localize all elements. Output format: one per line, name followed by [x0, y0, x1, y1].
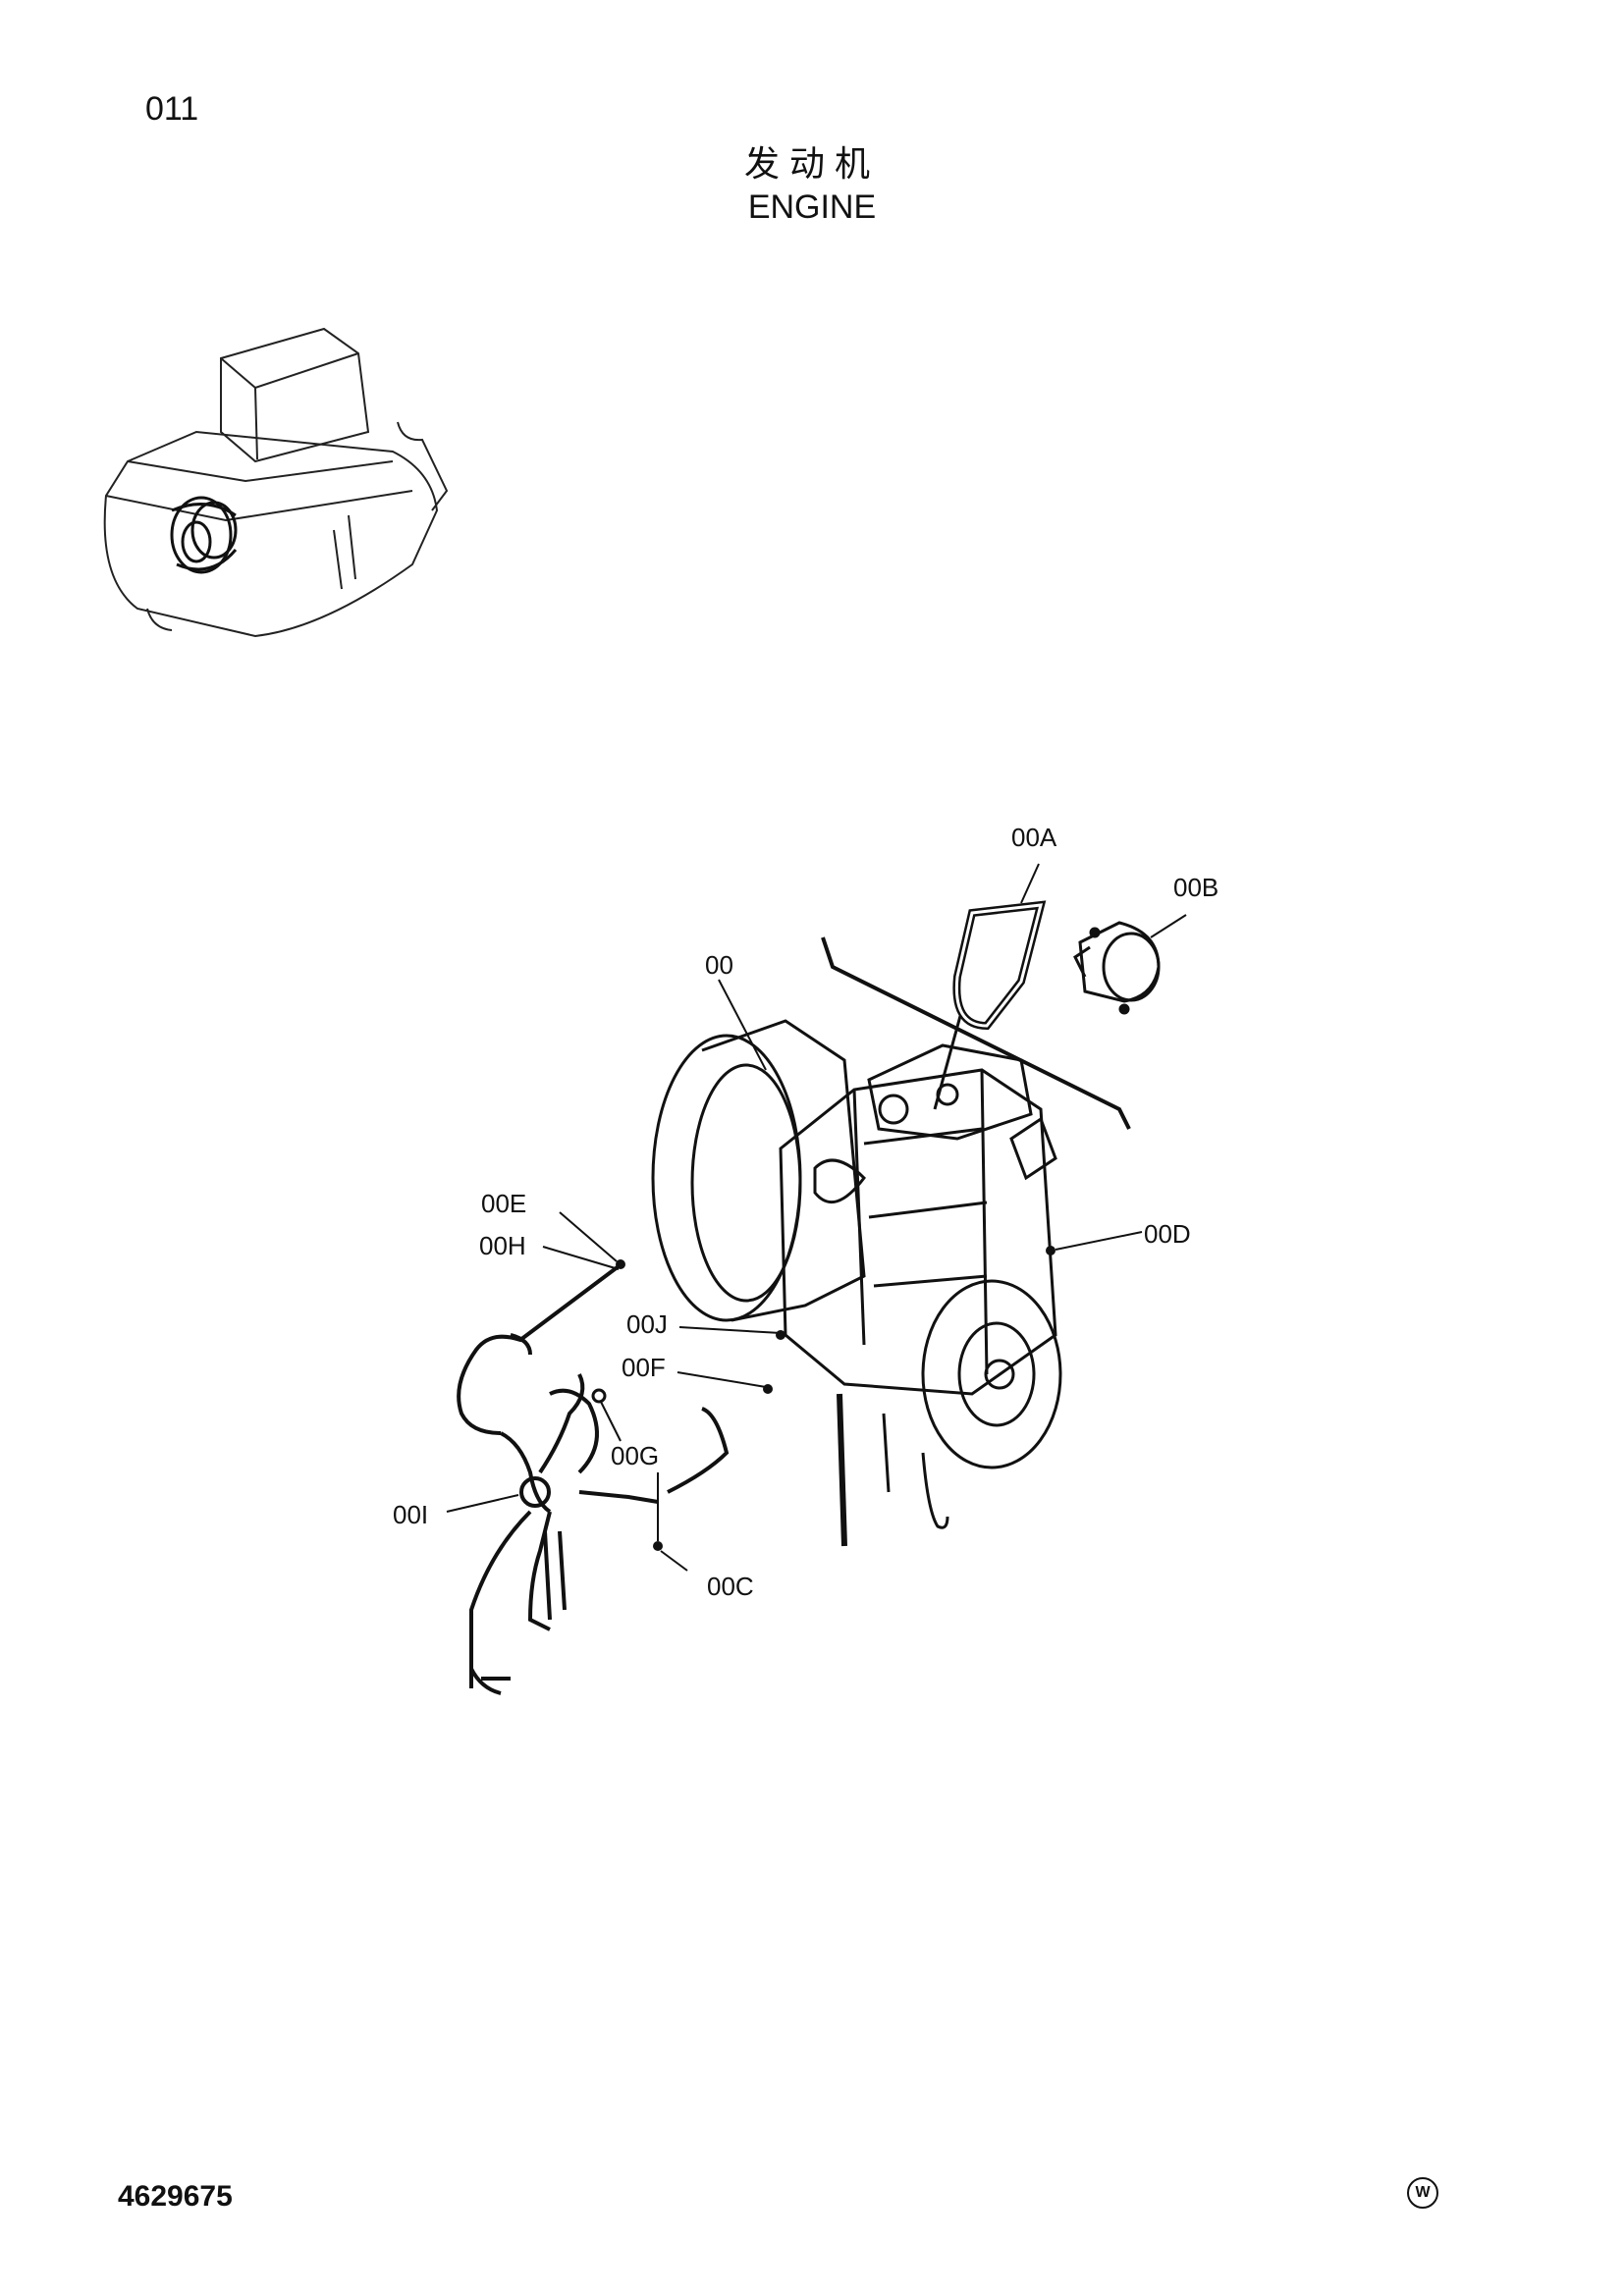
callout-00D: 00D — [1144, 1219, 1191, 1249]
callout-00H: 00H — [479, 1231, 526, 1260]
fastener-00G-marker — [591, 1388, 607, 1404]
wiring-harness — [457, 1264, 730, 1695]
leader-lines — [446, 863, 1187, 1572]
callout-00E: 00E — [481, 1189, 526, 1218]
callout-00F: 00F — [622, 1353, 666, 1382]
document-number: 4629675 — [118, 2180, 233, 2213]
callout-00A: 00A — [1011, 823, 1057, 852]
callout-00I: 00I — [393, 1500, 428, 1529]
callout-00: 00 — [705, 950, 733, 980]
callout-00G: 00G — [611, 1441, 659, 1470]
front-pulley — [921, 1279, 1062, 1469]
page-number: 011 — [145, 90, 199, 128]
callout-00C: 00C — [707, 1572, 754, 1601]
title-english: ENGINE — [747, 188, 877, 226]
callout-00J: 00J — [626, 1309, 668, 1339]
w-mark: W — [1407, 2177, 1438, 2209]
fan-belt — [952, 900, 1047, 1031]
exploded-bracket — [821, 936, 1131, 1130]
callout-00B: 00B — [1173, 873, 1218, 902]
title-chinese: 发动机 — [743, 144, 880, 185]
alternator — [1073, 921, 1161, 1015]
locator-thumbnail — [103, 327, 449, 638]
engine-assembly — [651, 1019, 1062, 1547]
